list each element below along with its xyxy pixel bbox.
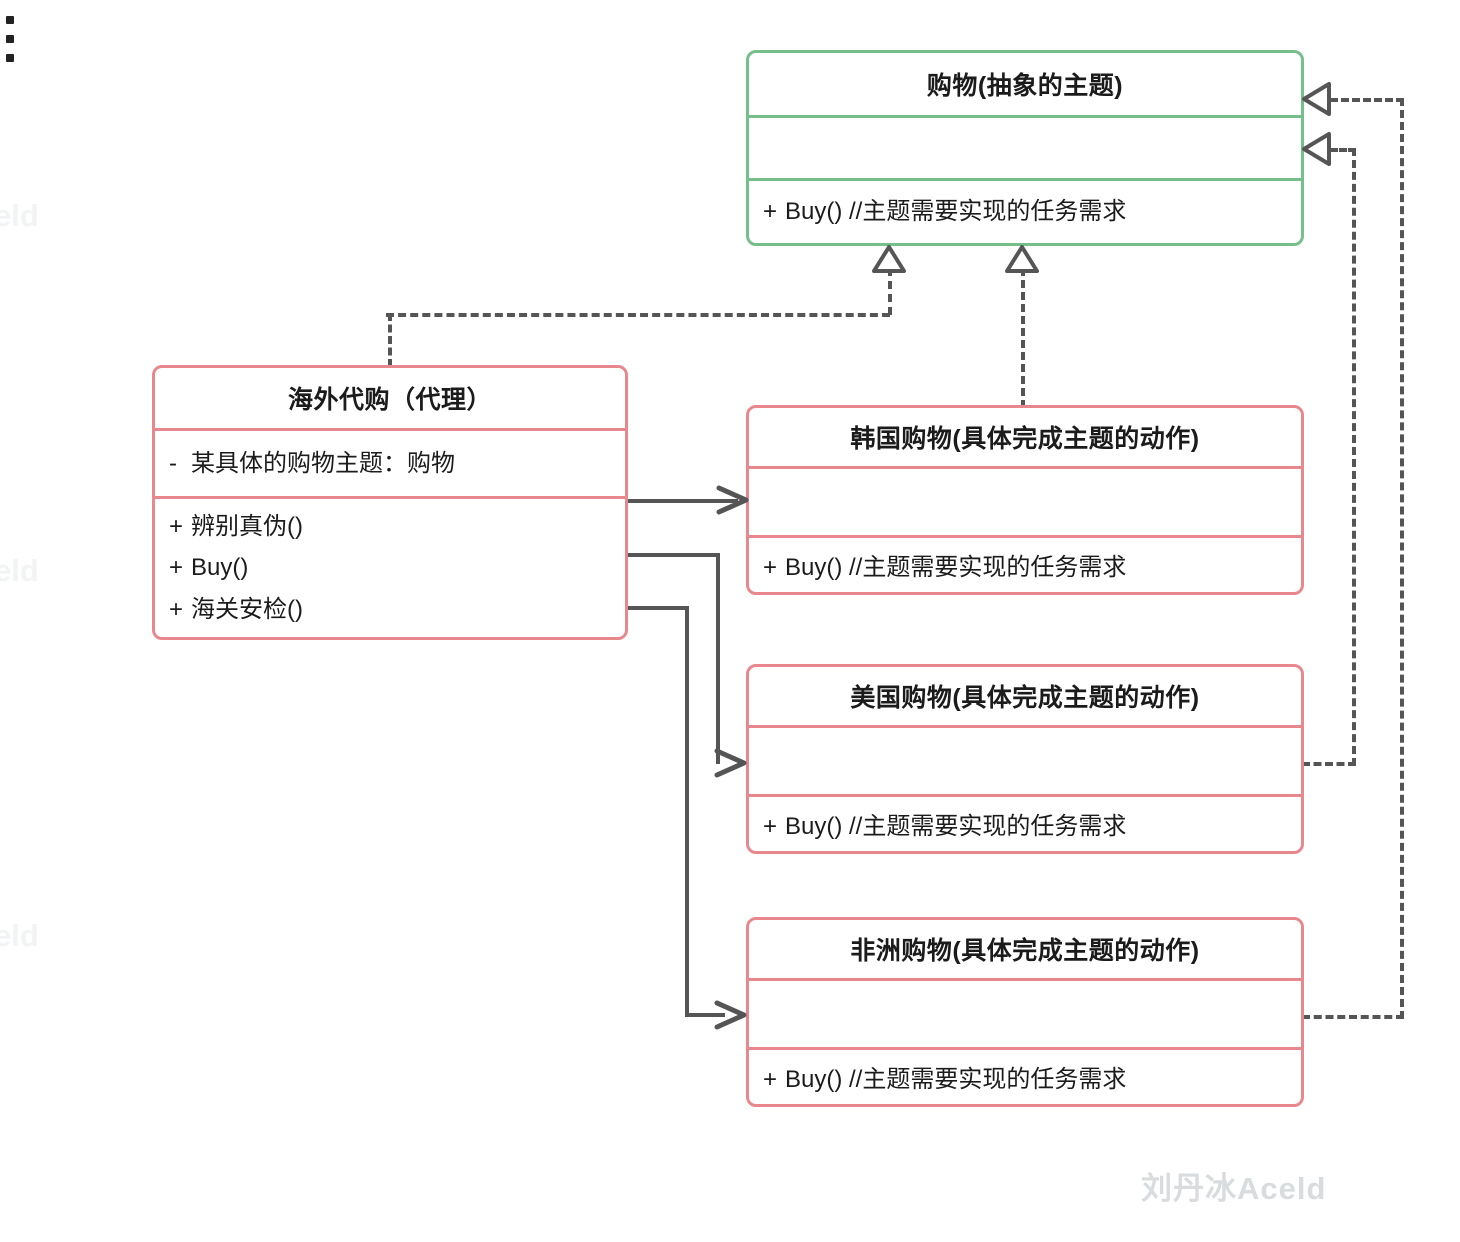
hollow-triangle-arrow-left-usa bbox=[1302, 132, 1331, 166]
watermark: 刘丹冰Aceld bbox=[1141, 1171, 1327, 1206]
class-operations-usa: +Buy() //主题需要实现的任务需求 bbox=[749, 797, 1301, 851]
class-operations-africa: +Buy() //主题需要实现的任务需求 bbox=[749, 1050, 1301, 1104]
open-arrow-right-korea bbox=[716, 485, 749, 515]
operation-text: Buy() bbox=[191, 554, 249, 582]
class-separator bbox=[749, 535, 1301, 538]
hollow-triangle-arrow-up-agent bbox=[872, 245, 906, 273]
class-box-usa[interactable]: 美国购物(具体完成主题的动作) +Buy() //主题需要实现的任务需求 bbox=[746, 664, 1304, 854]
visibility-marker: + bbox=[763, 198, 778, 226]
operation-row: +Buy() bbox=[169, 547, 611, 588]
operation-text: Buy() //主题需要实现的任务需求 bbox=[785, 554, 1127, 582]
realization-usa-shopping-seg-v bbox=[1352, 148, 1356, 766]
class-operations-agent: +辨别真伪() +Buy() +海关安检() bbox=[155, 499, 625, 637]
operation-text: 辨别真伪() bbox=[191, 513, 303, 541]
open-arrow-right-africa bbox=[714, 1000, 747, 1030]
realization-usa-shopping-seg-h2 bbox=[1302, 762, 1356, 766]
operation-text: 海关安检() bbox=[191, 595, 303, 623]
realization-agent-shopping-seg-v2 bbox=[888, 268, 892, 315]
vertical-dots-icon[interactable] bbox=[6, 16, 14, 73]
class-attributes-africa bbox=[749, 981, 1301, 1047]
edge-watermark: eld bbox=[0, 553, 39, 588]
realization-agent-shopping-seg-h bbox=[386, 313, 890, 317]
class-separator bbox=[749, 725, 1301, 728]
operation-text: Buy() //主题需要实现的任务需求 bbox=[785, 198, 1127, 226]
operation-row: +Buy() //主题需要实现的任务需求 bbox=[763, 1059, 1287, 1100]
association-agent-usa-seg-h bbox=[628, 553, 720, 557]
dot-3 bbox=[6, 54, 14, 62]
visibility-marker: + bbox=[169, 554, 184, 582]
association-agent-africa-seg-h1 bbox=[628, 606, 689, 610]
class-box-shopping[interactable]: 购物(抽象的主题) +Buy() //主题需要实现的任务需求 bbox=[746, 50, 1304, 246]
edge-watermark: eld bbox=[0, 918, 39, 953]
visibility-marker: + bbox=[169, 595, 184, 623]
association-agent-africa-seg-h2 bbox=[685, 1013, 725, 1017]
realization-africa-shopping-seg-h2 bbox=[1302, 1015, 1404, 1019]
class-attributes-korea bbox=[749, 469, 1301, 535]
class-box-agent[interactable]: 海外代购（代理） -某具体的购物主题：购物 +辨别真伪() +Buy() +海关… bbox=[152, 365, 628, 640]
visibility-marker: + bbox=[169, 513, 184, 541]
class-attributes-agent: -某具体的购物主题：购物 bbox=[155, 431, 625, 496]
attribute-text: 某具体的购物主题：购物 bbox=[191, 449, 455, 477]
class-attributes-usa bbox=[749, 728, 1301, 794]
class-separator bbox=[155, 428, 625, 431]
class-operations-korea: +Buy() //主题需要实现的任务需求 bbox=[749, 538, 1301, 592]
hollow-triangle-arrow-up-korea bbox=[1005, 245, 1039, 273]
class-separator bbox=[749, 115, 1301, 118]
visibility-marker: + bbox=[763, 1066, 778, 1094]
realization-africa-shopping-seg-v bbox=[1400, 98, 1404, 1019]
class-separator bbox=[749, 794, 1301, 797]
class-operations-shopping: +Buy() //主题需要实现的任务需求 bbox=[749, 181, 1301, 243]
class-separator bbox=[749, 466, 1301, 469]
class-separator bbox=[749, 978, 1301, 981]
association-agent-usa-seg-v bbox=[716, 553, 720, 764]
open-arrow-right-usa bbox=[714, 748, 747, 778]
realization-agent-shopping-seg-v1 bbox=[388, 313, 392, 367]
class-box-korea[interactable]: 韩国购物(具体完成主题的动作) +Buy() //主题需要实现的任务需求 bbox=[746, 405, 1304, 595]
operation-row: +Buy() //主题需要实现的任务需求 bbox=[763, 806, 1287, 847]
association-agent-korea-seg bbox=[628, 499, 738, 503]
operation-row: +海关安检() bbox=[169, 589, 611, 630]
visibility-marker: + bbox=[763, 554, 778, 582]
operation-row: +辨别真伪() bbox=[169, 506, 611, 547]
edge-watermark: eld bbox=[0, 198, 39, 233]
realization-korea-shopping-seg bbox=[1021, 268, 1025, 408]
association-agent-africa-seg-v bbox=[685, 606, 689, 1017]
class-separator bbox=[749, 178, 1301, 181]
class-attributes-shopping bbox=[749, 118, 1301, 178]
attribute-row: -某具体的购物主题：购物 bbox=[169, 443, 611, 484]
hollow-triangle-arrow-left-africa bbox=[1302, 82, 1331, 116]
class-box-africa[interactable]: 非洲购物(具体完成主题的动作) +Buy() //主题需要实现的任务需求 bbox=[746, 917, 1304, 1107]
operation-row: +Buy() //主题需要实现的任务需求 bbox=[763, 547, 1287, 588]
visibility-marker: - bbox=[169, 449, 177, 477]
operation-row: +Buy() //主题需要实现的任务需求 bbox=[763, 191, 1287, 232]
operation-text: Buy() //主题需要实现的任务需求 bbox=[785, 813, 1127, 841]
class-name-agent: 海外代购（代理） bbox=[287, 386, 492, 414]
class-name-africa: 非洲购物(具体完成主题的动作) bbox=[850, 937, 1200, 965]
class-name-usa: 美国购物(具体完成主题的动作) bbox=[850, 684, 1200, 712]
dot-1 bbox=[6, 16, 14, 24]
dot-2 bbox=[6, 35, 14, 43]
visibility-marker: + bbox=[763, 813, 778, 841]
realization-usa-shopping-seg-h1 bbox=[1330, 148, 1356, 152]
class-name-shopping: 购物(抽象的主题) bbox=[926, 72, 1124, 100]
class-name-korea: 韩国购物(具体完成主题的动作) bbox=[850, 425, 1200, 453]
realization-africa-shopping-seg-h1 bbox=[1330, 98, 1404, 102]
operation-text: Buy() //主题需要实现的任务需求 bbox=[785, 1066, 1127, 1094]
class-separator bbox=[749, 1047, 1301, 1050]
class-separator bbox=[155, 496, 625, 499]
